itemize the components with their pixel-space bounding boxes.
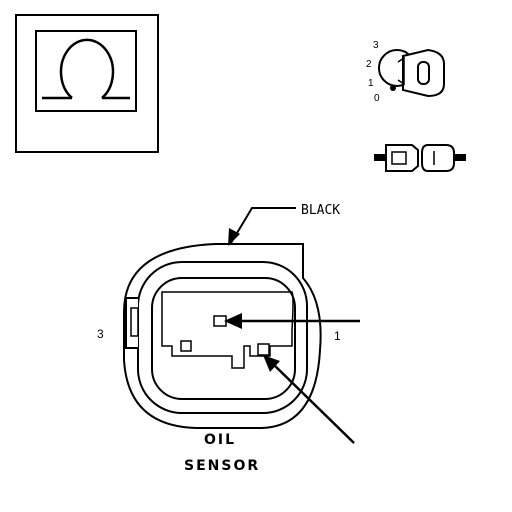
pin-label-1: 1 (334, 329, 341, 343)
pin-2-arrow (263, 355, 355, 444)
ignition-key-icon: 3 2 1 0 (366, 40, 445, 104)
oil-pressure-omega-icon (15, 14, 159, 153)
connector-outer-housing (123, 243, 322, 429)
key-position-0: 0 (374, 93, 380, 104)
connector-keyway (161, 291, 294, 369)
oil-sensor-connector (123, 243, 322, 429)
color-leader-line (228, 207, 296, 246)
connector-face (151, 277, 296, 400)
connector-disconnect-icon (374, 144, 466, 172)
terminal-pin-3 (180, 340, 192, 352)
connector-color-label: BLACK (301, 203, 340, 218)
pin-label-3: 3 (97, 327, 104, 341)
key-position-3: 3 (373, 40, 379, 51)
key-position-2: 2 (366, 59, 372, 70)
caption-oil: OIL (204, 432, 236, 448)
terminal-pin-2 (257, 343, 270, 356)
pin-1-arrow (224, 313, 360, 329)
key-position-1: 1 (368, 78, 374, 89)
connector-locking-tab (125, 297, 138, 349)
caption-sensor: SENSOR (184, 458, 260, 474)
